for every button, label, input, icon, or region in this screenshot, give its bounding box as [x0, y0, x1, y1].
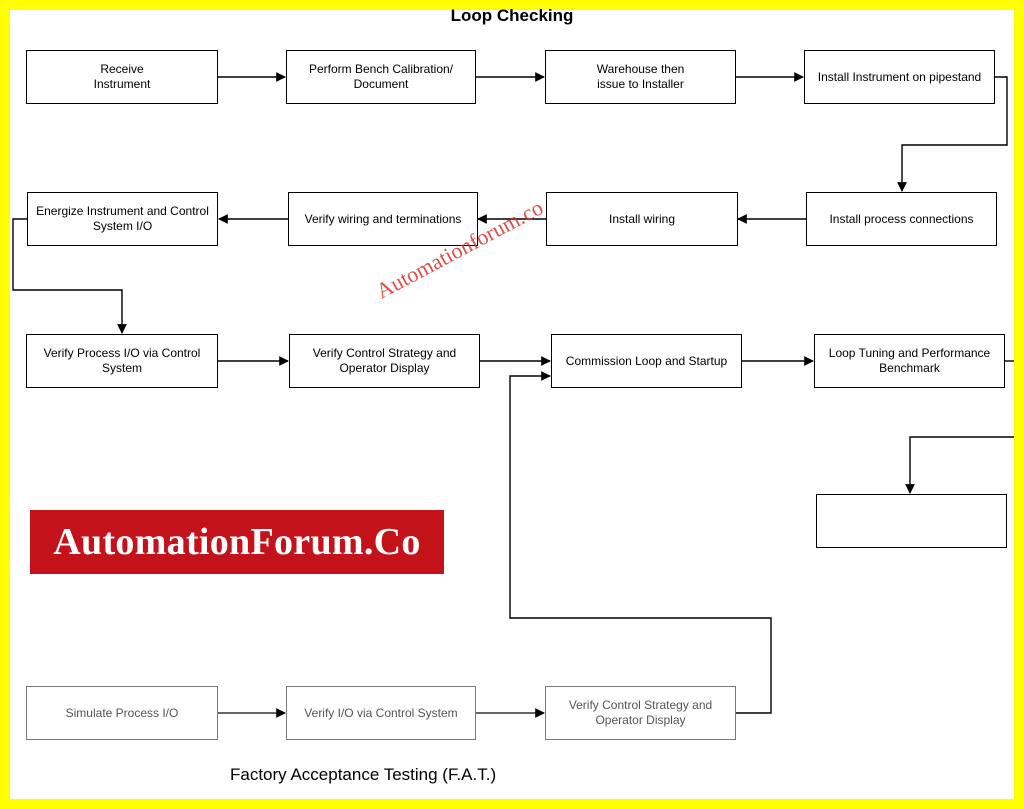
- fat-label: Factory Acceptance Testing (F.A.T.): [230, 765, 497, 784]
- arrow-fat-to-commission: [509, 371, 772, 714]
- box-receive-instrument: Receive Instrument: [26, 50, 218, 104]
- box-verify-io-control-system: Verify I/O via Control System: [286, 686, 476, 740]
- box-install-process-connections: Install process connections: [806, 192, 997, 246]
- arrow-energize-to-verify-io: [12, 218, 127, 334]
- box-blank: [816, 494, 1007, 548]
- brand-banner: AutomationForum.Co: [30, 510, 444, 574]
- box-verify-control-strategy: Verify Control Strategy and Operator Dis…: [289, 334, 480, 388]
- box-install-instrument: Install Instrument on pipestand: [804, 50, 995, 104]
- diagram-title: Loop Checking: [450, 6, 574, 25]
- box-commission-loop: Commission Loop and Startup: [551, 334, 742, 388]
- arrow-install-to-process: [897, 76, 1008, 192]
- brand-banner-text: AutomationForum.Co: [53, 521, 421, 563]
- box-verify-wiring: Verify wiring and terminations: [288, 192, 478, 246]
- box-energize: Energize Instrument and Control System I…: [27, 192, 218, 246]
- box-bench-calibration: Perform Bench Calibration/ Document: [286, 50, 476, 104]
- box-install-wiring: Install wiring: [546, 192, 738, 246]
- arrow-to-blank-box: [905, 436, 1014, 494]
- box-verify-process-io: Verify Process I/O via Control System: [26, 334, 218, 388]
- box-fat-verify-control-strategy: Verify Control Strategy and Operator Dis…: [545, 686, 736, 740]
- box-simulate-process-io: Simulate Process I/O: [26, 686, 218, 740]
- box-loop-tuning: Loop Tuning and Performance Benchmark: [814, 334, 1005, 388]
- box-warehouse: Warehouse then issue to Installer: [545, 50, 736, 104]
